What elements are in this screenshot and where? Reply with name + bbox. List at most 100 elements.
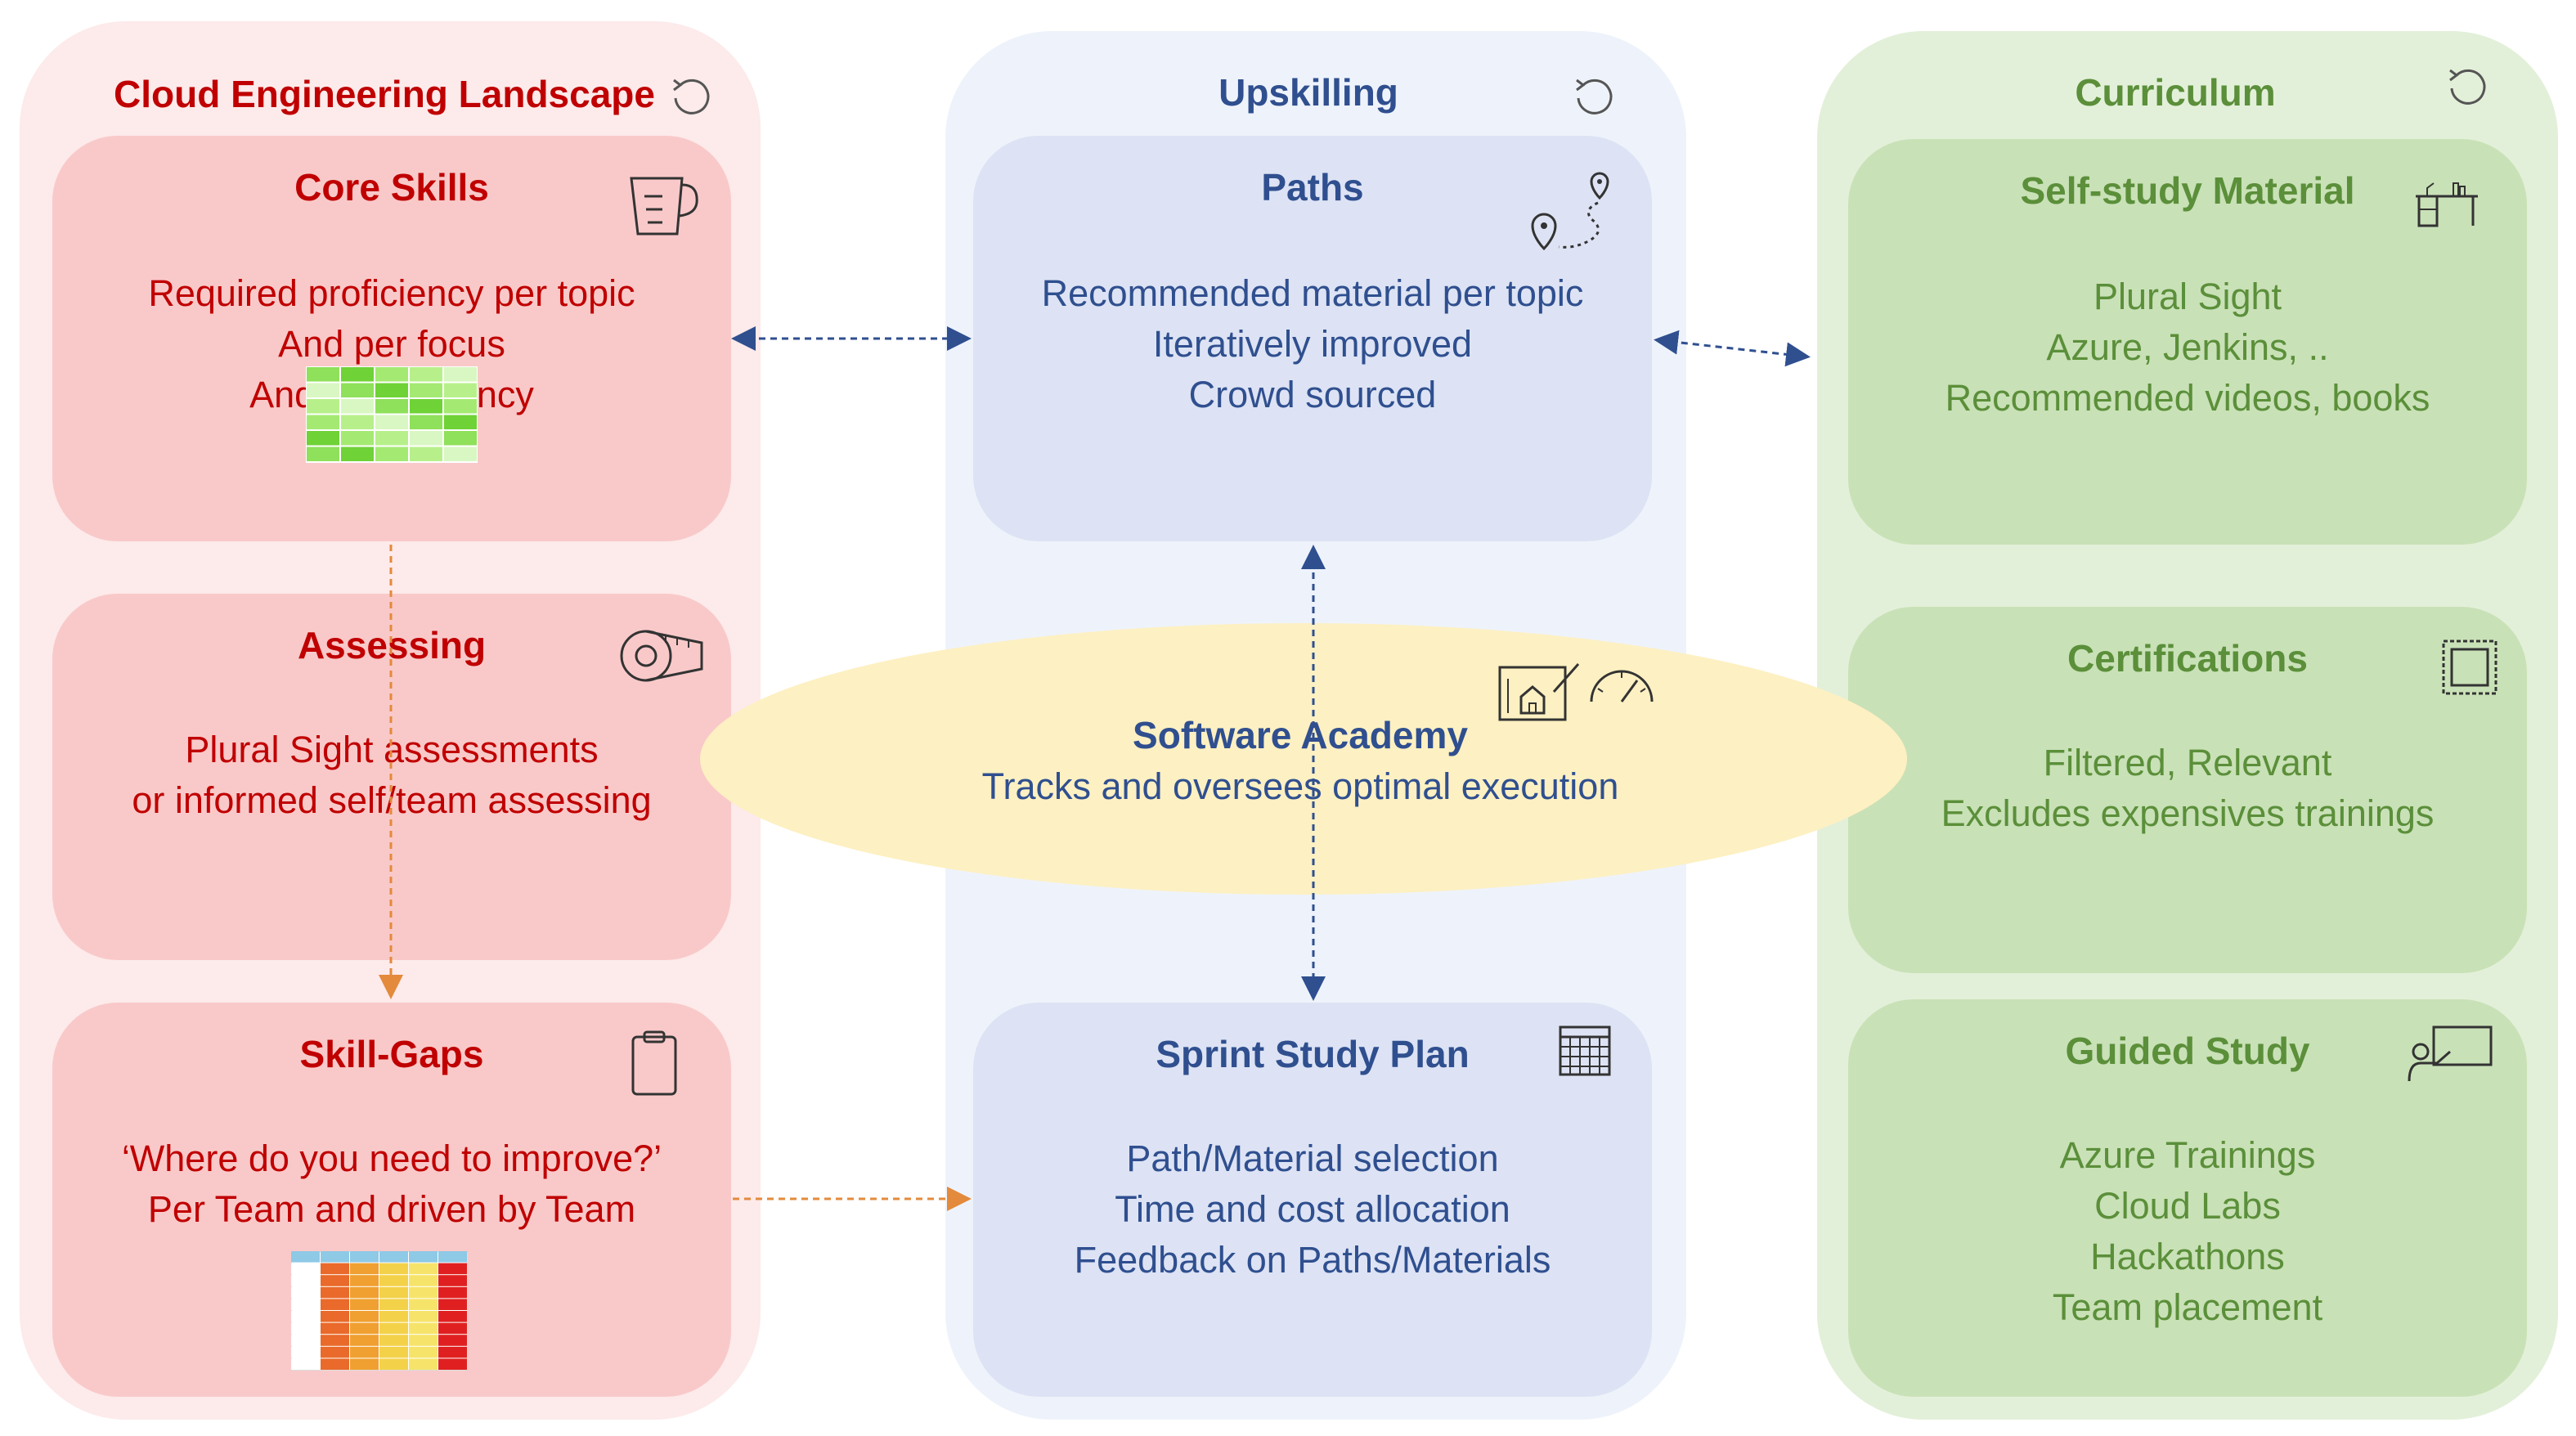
heatmap-cell [341, 399, 374, 414]
heatmap-cell [341, 383, 374, 397]
heatmap-cell [321, 1251, 349, 1263]
heatmap-cell [341, 447, 374, 461]
skill-gaps-box[interactable]: Skill-Gaps ‘Where do you need to improve… [52, 1003, 731, 1397]
heatmap-cell [321, 1275, 349, 1286]
speedometer-icon [1590, 670, 1654, 702]
heatmap-cell [410, 415, 442, 429]
heatmap-cell [410, 447, 442, 461]
heatmap-cell [321, 1286, 349, 1299]
heatmap-cell [409, 1275, 438, 1286]
paths-box[interactable]: Paths Recommended material per topic Ite… [973, 136, 1652, 541]
sprint-plan-line: Time and cost allocation [1115, 1188, 1510, 1230]
heatmap-cell [350, 1335, 379, 1346]
heatmap-cell [379, 1335, 408, 1346]
heatmap-cell [444, 367, 477, 382]
paths-title: Paths [1261, 166, 1364, 209]
heatmap-cell [291, 1335, 320, 1346]
skill-gap-heatmap-thumbnail [291, 1251, 468, 1371]
heatmap-cell [321, 1263, 349, 1275]
heatmap-cell [410, 383, 442, 397]
paths-line: Recommended material per topic [1041, 272, 1584, 314]
paths-self-study-arrow [1654, 330, 1811, 367]
route-pins-icon [1531, 172, 1609, 251]
proficiency-heatmap-thumbnail [306, 366, 478, 463]
core-skills-line: And per focus [278, 323, 505, 365]
sprint-study-plan-box[interactable]: Sprint Study Plan Path/Material selectio… [973, 1003, 1652, 1397]
heatmap-cell [350, 1322, 379, 1335]
heatmap-cell [291, 1346, 320, 1358]
heatmap-cell [321, 1311, 349, 1322]
heatmap-cell [379, 1322, 408, 1335]
heatmap-cell [350, 1275, 379, 1286]
heatmap-cell [341, 415, 374, 429]
refresh-icon[interactable] [2445, 64, 2491, 110]
curriculum-title: Curriculum [2075, 71, 2276, 114]
heatmap-cell [341, 431, 374, 446]
heatmap-cell [321, 1299, 349, 1310]
guided-study-box[interactable]: Guided Study Azure Trainings Cloud Labs … [1848, 999, 2527, 1397]
heatmap-cell [307, 367, 339, 382]
sprint-study-plan-title: Sprint Study Plan [1156, 1033, 1470, 1075]
guided-study-line: Team placement [2052, 1286, 2323, 1328]
sprint-plan-line: Feedback on Paths/Materials [1074, 1239, 1551, 1281]
stamp-icon [2442, 639, 2497, 695]
tape-measure-icon [620, 630, 703, 682]
heatmap-cell [409, 1263, 438, 1275]
desk-icon [2416, 182, 2478, 227]
heatmap-cell [321, 1346, 349, 1358]
heatmap-cell [438, 1322, 467, 1335]
heatmap-cell [409, 1346, 438, 1358]
refresh-icon[interactable] [1572, 74, 1618, 119]
heatmap-cell [379, 1358, 408, 1370]
heatmap-cell [409, 1311, 438, 1322]
heatmap-cell [379, 1346, 408, 1358]
guided-study-line: Hackathons [2090, 1236, 2285, 1277]
self-study-line: Azure, Jenkins, .. [2046, 326, 2329, 368]
heatmap-cell [350, 1263, 379, 1275]
heatmap-cell [350, 1286, 379, 1299]
self-study-material-box[interactable]: Self-study Material Plural Sight Azure, … [1848, 139, 2527, 545]
heatmap-cell [438, 1263, 467, 1275]
heatmap-cell [350, 1311, 379, 1322]
heatmap-cell [410, 367, 442, 382]
heatmap-cell [350, 1299, 379, 1310]
heatmap-cell [307, 399, 339, 414]
heatmap-cell [375, 399, 408, 414]
heatmap-cell [375, 431, 408, 446]
heatmap-cell [409, 1251, 438, 1263]
heatmap-cell [444, 431, 477, 446]
heatmap-cell [291, 1311, 320, 1322]
teacher-board-icon [2408, 1025, 2493, 1082]
heatmap-cell [444, 399, 477, 414]
heatmap-cell [410, 431, 442, 446]
blueprint-house-icon [1498, 663, 1580, 721]
core-skills-box[interactable]: Core Skills Required proficiency per top… [52, 136, 731, 541]
self-study-line: Recommended videos, books [1945, 377, 2430, 419]
paths-line: Crowd sourced [1188, 374, 1437, 415]
certifications-box[interactable]: Certifications Filtered, Relevant Exclud… [1848, 607, 2527, 973]
heatmap-cell [409, 1286, 438, 1299]
heatmap-cell [321, 1322, 349, 1335]
heatmap-cell [341, 367, 374, 382]
heatmap-cell [291, 1275, 320, 1286]
guided-study-line: Cloud Labs [2094, 1185, 2281, 1227]
skill-gaps-line: Per Team and driven by Team [147, 1188, 636, 1230]
heatmap-cell [291, 1358, 320, 1370]
heatmap-cell [379, 1251, 408, 1263]
skill-gaps-title: Skill-Gaps [299, 1033, 484, 1075]
skill-gaps-line: ‘Where do you need to improve?’ [121, 1138, 662, 1179]
heatmap-cell [379, 1299, 408, 1310]
refresh-icon[interactable] [669, 74, 715, 119]
heatmap-cell [307, 415, 339, 429]
heatmap-cell [379, 1286, 408, 1299]
heatmap-cell [444, 415, 477, 429]
heatmap-cell [438, 1346, 467, 1358]
heatmap-cell [438, 1299, 467, 1310]
core-skills-title: Core Skills [294, 166, 489, 209]
heatmap-cell [438, 1251, 467, 1263]
heatmap-cell [379, 1263, 408, 1275]
heatmap-cell [444, 383, 477, 397]
heatmap-cell [409, 1322, 438, 1335]
heatmap-cell [307, 383, 339, 397]
